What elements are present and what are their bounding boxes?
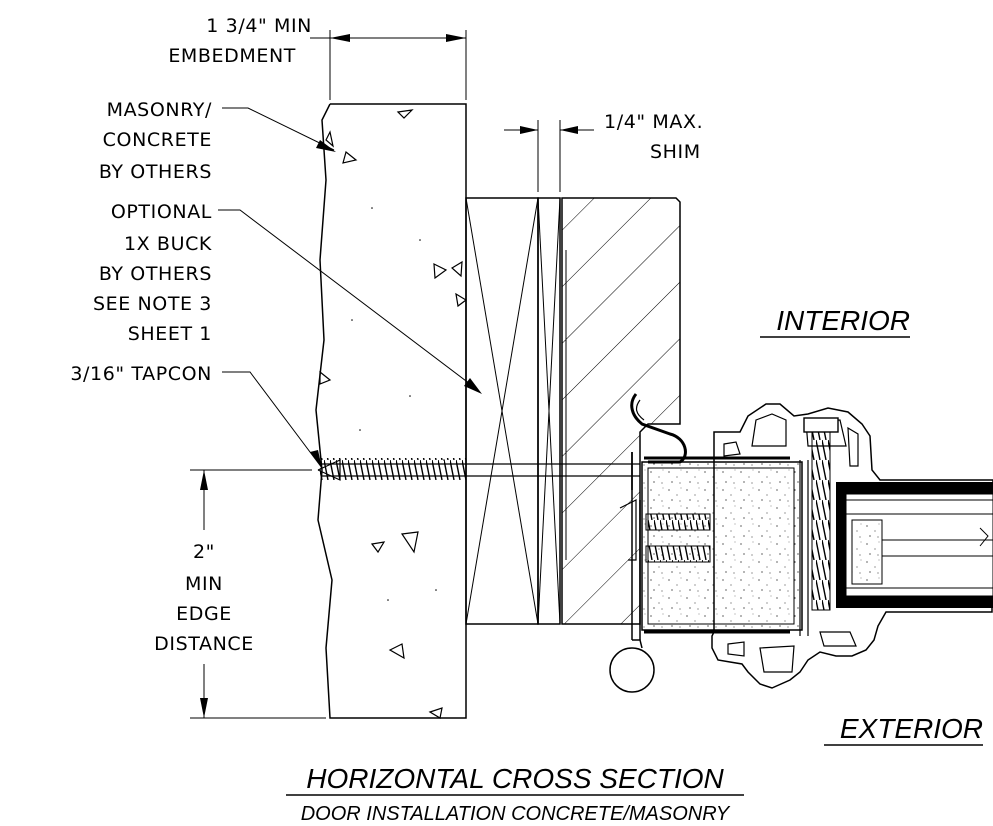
label-embedment: 1 3/4" MIN EMBEDMENT	[168, 15, 312, 67]
edge-line-3: EDGE	[176, 603, 232, 625]
edge-line-2: MIN	[185, 573, 223, 595]
buck-line-3: BY OTHERS	[99, 263, 212, 285]
frame-reinforcement	[641, 456, 803, 634]
buck-line-5: SHEET 1	[128, 323, 212, 345]
buck-line-2: 1X BUCK	[124, 233, 212, 255]
glass-panel	[836, 482, 993, 608]
masonry-line-3: BY OTHERS	[99, 161, 212, 183]
shim-line-2: SHIM	[650, 141, 701, 163]
edge-distance-dimension	[190, 469, 326, 719]
label-tapcon: 3/16" TAPCON	[70, 363, 212, 385]
buck-line-4: SEE NOTE 3	[93, 293, 212, 315]
tapcon-screw	[317, 452, 640, 490]
buck-board	[465, 197, 539, 625]
masonry-line-1: MASONRY/	[107, 99, 212, 121]
buck-line-1: OPTIONAL	[111, 201, 212, 223]
label-masonry: MASONRY/ CONCRETE BY OTHERS	[99, 99, 212, 183]
door-frame-profile	[711, 403, 993, 689]
edge-line-4: DISTANCE	[154, 633, 254, 655]
label-interior: INTERIOR	[776, 305, 910, 336]
shim-line-1: 1/4" MAX.	[604, 111, 703, 133]
drawing-subtitle: DOOR INSTALLATION CONCRETE/MASONRY	[301, 803, 731, 825]
masonry-line-2: CONCRETE	[103, 129, 212, 151]
drawing-title: HORIZONTAL CROSS SECTION	[306, 763, 724, 794]
label-buck: OPTIONAL 1X BUCK BY OTHERS SEE NOTE 3 SH…	[93, 201, 212, 345]
shim	[537, 197, 561, 625]
edge-line-1: 2"	[193, 541, 215, 563]
embedment-line-1: 1 3/4" MIN	[206, 15, 312, 37]
wood-jamb	[561, 197, 681, 625]
label-shim: 1/4" MAX. SHIM	[604, 111, 703, 163]
shim-dimension	[504, 120, 594, 192]
label-edge-distance: 2" MIN EDGE DISTANCE	[154, 541, 254, 655]
label-exterior: EXTERIOR	[840, 713, 983, 744]
masonry-block	[315, 103, 468, 719]
embedment-dimension	[310, 30, 467, 100]
embedment-line-2: EMBEDMENT	[168, 45, 296, 67]
leader-lines	[218, 107, 482, 469]
